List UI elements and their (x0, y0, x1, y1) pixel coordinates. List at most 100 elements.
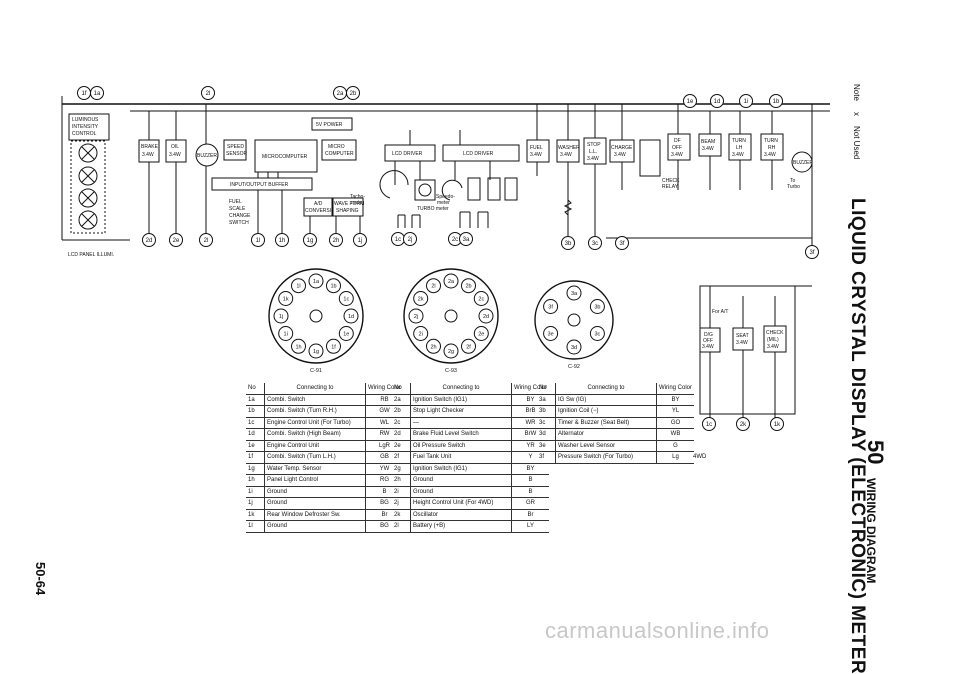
table-cell: 1e (246, 440, 265, 452)
table-cell: 3a (537, 394, 556, 406)
dg-off-line-3: 3.4W (702, 344, 714, 350)
bottom-terminal-6 (329, 233, 343, 247)
top-terminal-5 (683, 94, 697, 108)
bottom-terminal-5-label: 1g (307, 238, 314, 244)
micro-computer-box (321, 139, 357, 161)
table-cell: B (511, 474, 550, 487)
connector-pin-label: 3c (594, 332, 600, 338)
table-cell: Ignition Coil (−) (555, 405, 657, 418)
brake-lamp-box (138, 139, 160, 163)
bottom-terminal-8-label: 1c (395, 237, 401, 243)
table-cell: YR (511, 440, 550, 452)
table-cell: Combi. Switch (Turn L.H.) (264, 451, 366, 464)
table-cell: B (511, 486, 550, 498)
table-cell: Engine Control Unit (264, 440, 366, 452)
speedometer-line-1: Speedo- (436, 194, 455, 200)
to-turbo-line-1: To (790, 178, 796, 184)
table-cell: GR (511, 497, 550, 510)
table-cell: Alternator (555, 428, 657, 441)
connector-pin-label: 2i (419, 332, 423, 338)
table-header-cell: Connecting to (410, 383, 512, 395)
wiring-diagram-page: LUMINOUS INTENSITY CONTROL LCD PANEL ILL… (33, 84, 888, 674)
connector-pin (426, 278, 441, 294)
wave-form-line-1: WAVE FORM (334, 201, 364, 207)
right-buzzer-label: BUZZER (793, 160, 813, 166)
right-terminal-0-label: 1c (706, 422, 712, 428)
top-terminal-8-label: 1b (773, 99, 780, 105)
table-cell: Stop Light Checker (410, 405, 512, 418)
illumination-lamp-2 (78, 166, 98, 186)
odo-display (504, 177, 518, 201)
top-terminal-4-label: 2b (350, 91, 357, 97)
bottom-terminal-11-label: 3a (463, 237, 470, 243)
lcd-driver-2-box (442, 144, 520, 162)
bottom-terminal-4 (275, 233, 289, 247)
table-cell: Ground (264, 497, 366, 510)
bottom-terminal-6-label: 2h (333, 238, 340, 244)
table-cell: BY (511, 463, 550, 475)
table-cell: Washer Level Sensor (555, 440, 657, 452)
connector-pin-label: 2e (478, 332, 484, 338)
table-cell: 3d (537, 428, 556, 441)
table-cell: — (410, 417, 512, 429)
table-cell: Timer & Buzzer (Seat Belt) (555, 417, 657, 429)
seat-lamp-box (732, 327, 754, 351)
connector-pin (291, 338, 306, 354)
ad-conversion-box (303, 197, 333, 217)
connector-pin-label: 2c (478, 297, 484, 303)
note-text: Not Used (852, 126, 861, 160)
connector-pin (273, 308, 289, 324)
connector-pin (543, 326, 559, 341)
connector-pin-label: 1j (279, 314, 283, 320)
turn-rh-label: TURN (764, 138, 778, 144)
table-header-cell: Wiring Color (656, 383, 695, 395)
note-symbol: x (852, 112, 861, 116)
io-buffer-box (211, 177, 313, 191)
illumination-lamp-3 (78, 188, 98, 208)
luminous-control-line-3: CONTROL (72, 131, 97, 137)
speedometer-line-2: meter (437, 200, 450, 206)
table-note-4wd: 4WD (693, 454, 707, 460)
lcd-driver-1-label: LCD DRIVER (392, 151, 423, 157)
connector-pin (338, 326, 354, 341)
table-cell: YW (365, 463, 404, 475)
right-terminal-2-label: 1k (774, 422, 781, 428)
connector-pin-label: 1e (343, 332, 349, 338)
connector-pin (566, 285, 582, 301)
check-mil-line-3: 3.4W (767, 344, 779, 350)
fuel-lamp-box (526, 139, 550, 163)
connector-pin (308, 273, 324, 289)
bottom-terminal-7-label: 1j (358, 238, 363, 244)
connector-pin (461, 338, 476, 354)
table-cell: Ignition Switch (IG1) (410, 394, 512, 406)
connector-pin (413, 326, 429, 341)
check-relay-box (639, 139, 661, 177)
table-cell: G (656, 440, 695, 452)
bottom-terminal-0-label: 2d (146, 238, 153, 244)
dg-off-line-2: OFF (703, 338, 713, 344)
bottom-terminal-12-label: 3b (565, 241, 572, 247)
connector-pin-label: 1k (283, 297, 289, 303)
table-cell: 1g (246, 463, 265, 475)
micro-computer-line-2: COMPUTER (325, 151, 354, 157)
table-cell: BG (365, 520, 404, 533)
section-number: 50 (863, 440, 888, 465)
micro-computer-line-1: MICRO (328, 144, 345, 150)
table-cell: 1i (246, 486, 265, 498)
table-cell: Combi. Switch (Turn R.H.) (264, 405, 366, 418)
connector-pin (589, 326, 605, 341)
connector-pin (566, 339, 582, 355)
connector-pin-label: 2g (448, 349, 454, 355)
turn-lh-label: TURN (732, 138, 746, 144)
table-header-cell: Wiring Color (365, 383, 404, 395)
beam-lamp-box (698, 133, 722, 157)
table-cell: Ground (410, 474, 512, 487)
bottom-terminal-9-label: 2j (408, 237, 413, 243)
right-terminal-1 (736, 417, 750, 431)
